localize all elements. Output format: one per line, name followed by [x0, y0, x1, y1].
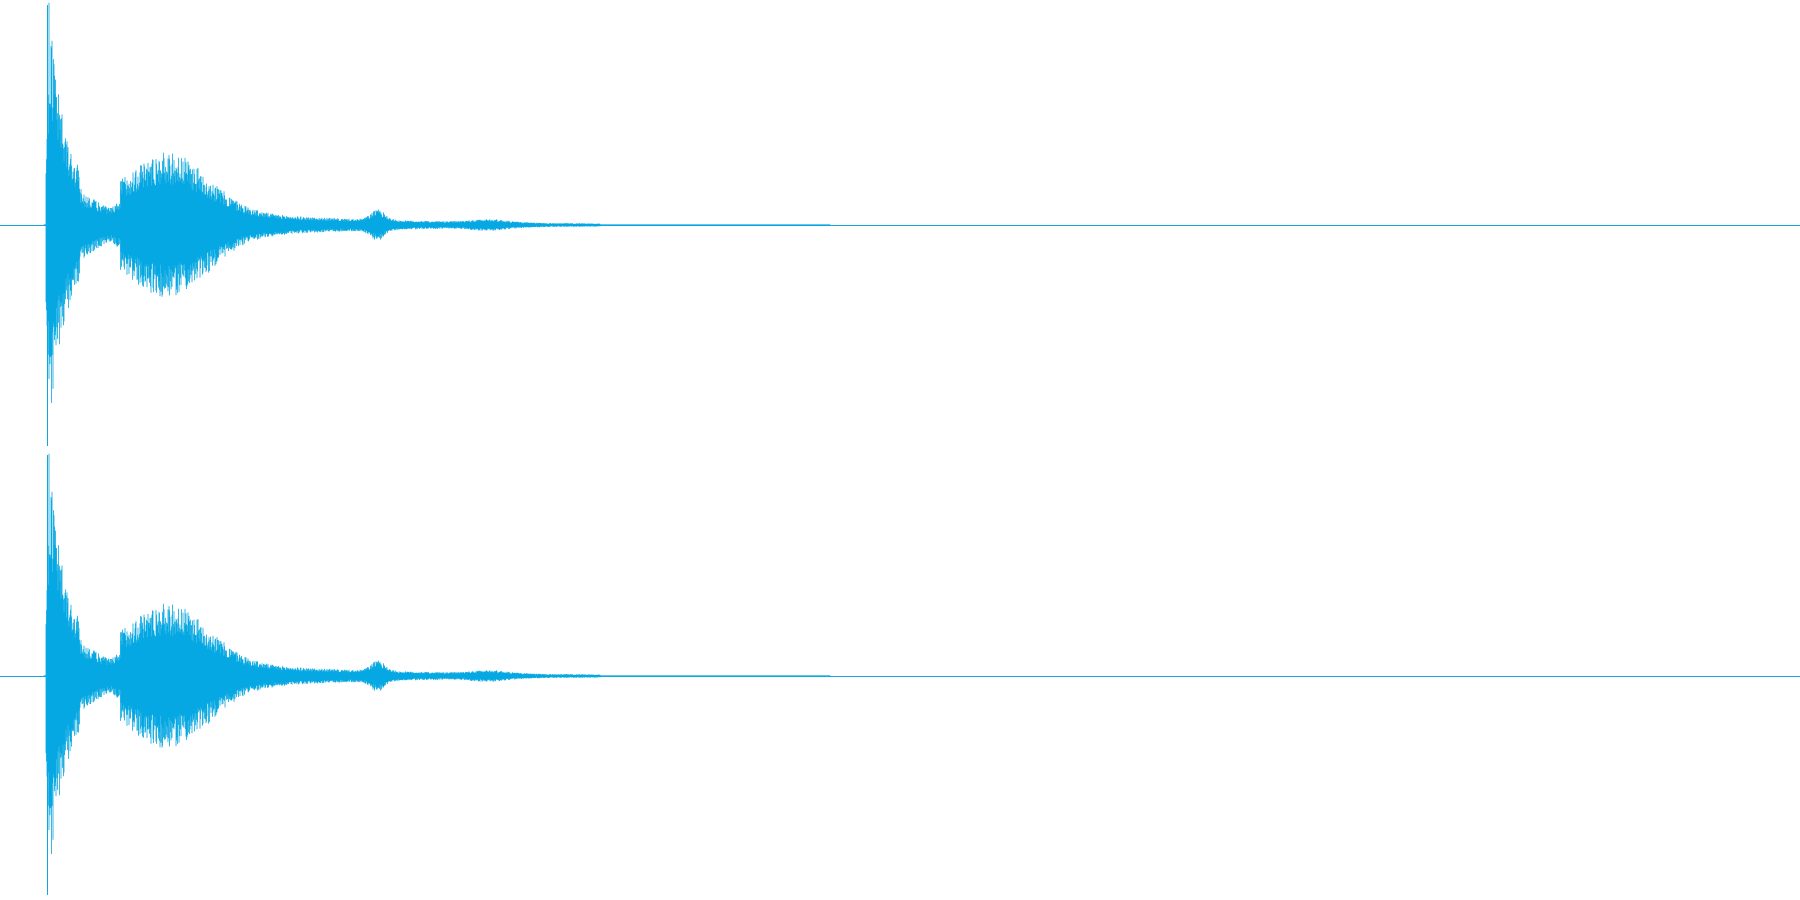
waveform-channel-2 — [0, 453, 1800, 895]
waveform-channel-1 — [0, 2, 1800, 446]
channel-2-waveform — [43, 453, 831, 854]
channel-1-waveform — [43, 2, 831, 403]
